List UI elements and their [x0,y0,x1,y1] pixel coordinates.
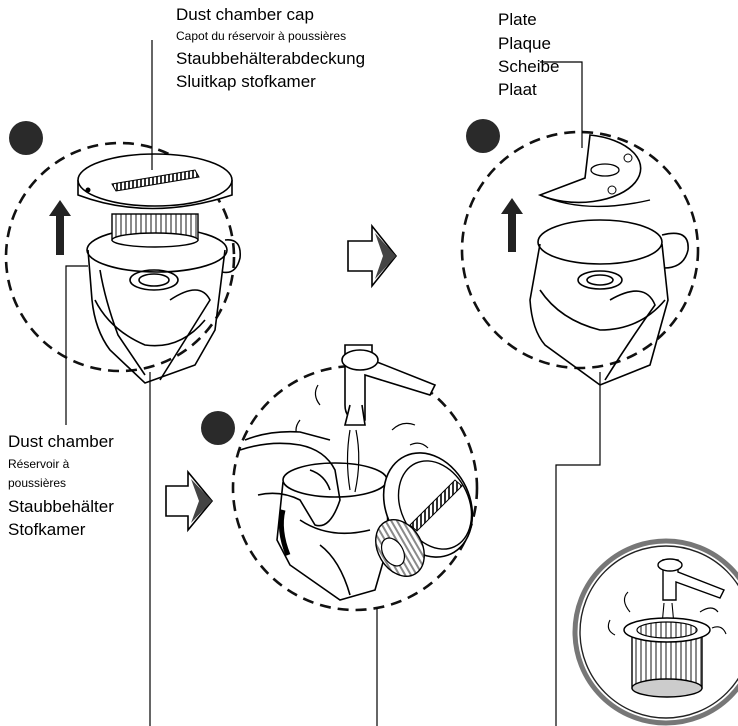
plate-label-en: Plate [498,11,537,30]
hand-icon [240,432,340,526]
dust-chamber-icon [87,228,240,383]
cap-icon [78,154,232,209]
plate-label-fr: Plaque [498,35,551,54]
panel-step-3 [166,345,489,726]
up-arrow-icon [501,198,523,252]
plate-icon [540,135,650,206]
chamber-label-fr-2: poussières [8,477,66,490]
chamber-label-nl: Stofkamer [8,521,85,540]
step-dot-icon [9,121,43,155]
chamber-label-fr-1: Réservoir à [8,458,69,471]
step-dot-icon [201,411,235,445]
chamber-label-de: Staubbehälter [8,498,114,517]
chamber-label-en: Dust chamber [8,433,114,452]
cap-label-de: Staubbehälterabdeckung [176,50,365,69]
plate-label-nl: Plaat [498,81,537,100]
cap-label-nl: Sluitkap stofkamer [176,73,316,92]
up-arrow-icon [49,200,71,255]
filter-icon [624,618,710,697]
panel-inset-filter-wash [575,541,738,723]
panel-step-1 [6,40,240,726]
next-arrow-icon [166,472,212,530]
dust-chamber-icon [530,220,688,385]
cap-label-en: Dust chamber cap [176,6,314,25]
step-dot-icon [466,119,500,153]
next-arrow-icon [348,226,396,286]
faucet-icon [342,345,435,425]
cap-label-fr: Capot du réservoir à poussières [176,30,346,43]
plate-label-de: Scheibe [498,58,559,77]
filter-icon [112,214,198,247]
